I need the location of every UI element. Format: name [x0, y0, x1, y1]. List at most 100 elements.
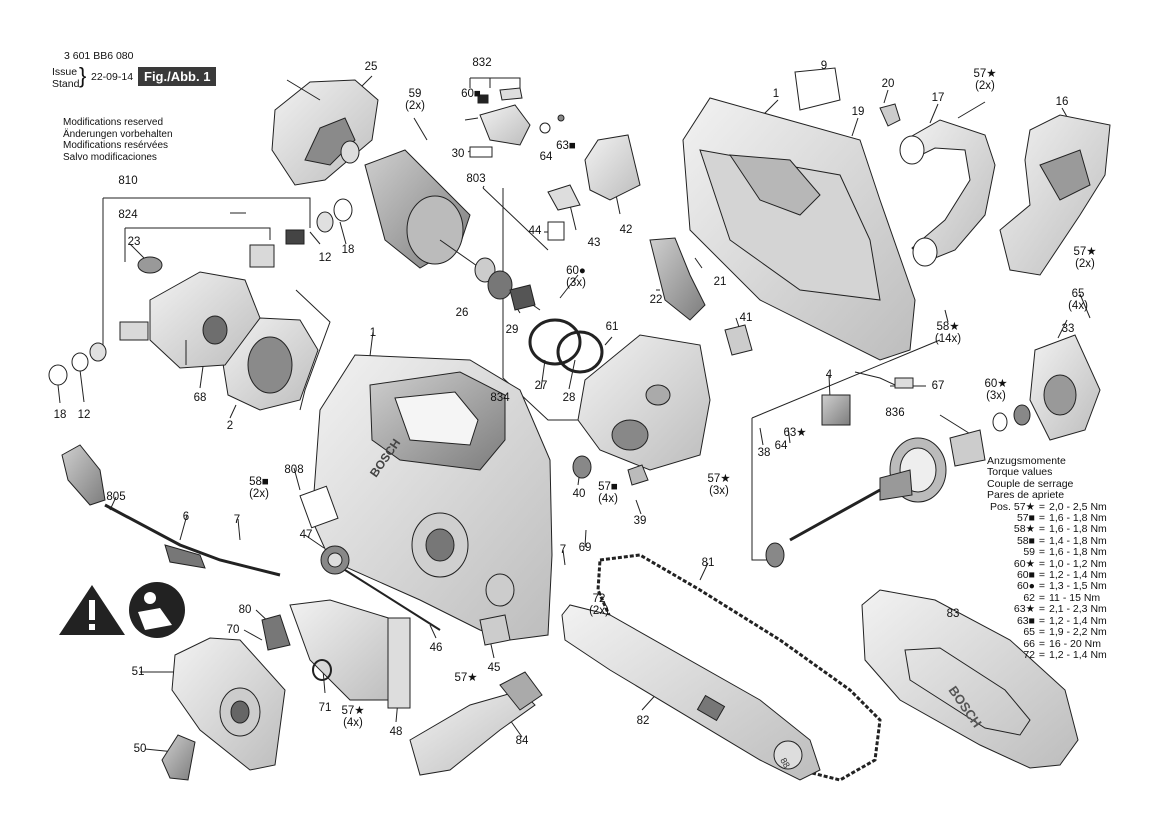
part-number-text: 30	[451, 148, 465, 160]
part-number-text: 64	[539, 151, 553, 163]
part-label: 12	[319, 252, 332, 264]
torque-row: 59=1,6 - 1,8 Nm	[987, 546, 1107, 559]
torque-equals: =	[1038, 591, 1046, 604]
bracket-part	[999, 114, 1111, 276]
part-number-text: 6	[182, 511, 190, 523]
part-number-text: 82	[636, 715, 650, 727]
torque-equals: =	[1038, 569, 1046, 582]
part-number-text: 63★	[783, 427, 807, 439]
part-number-text: 83	[946, 608, 960, 620]
group-810-frame	[103, 197, 311, 228]
part-label: 18	[54, 409, 67, 421]
part-number-text: 57★	[1073, 246, 1097, 258]
part-number-text: 57★	[707, 473, 731, 485]
part-label: 68	[194, 392, 207, 404]
part-quantity-text: (2x)	[589, 605, 609, 617]
part-number-text: 39	[633, 515, 647, 527]
part-number-text: 50	[133, 743, 147, 755]
housing-right-part	[649, 67, 916, 361]
part-label: 832	[472, 57, 491, 69]
part-label: 25	[365, 61, 378, 73]
torque-row: 60■=1,2 - 1,4 Nm	[987, 569, 1107, 582]
issue-date: 22-09-14	[91, 71, 134, 83]
part-number-text: 26	[455, 307, 469, 319]
part-number-text: 7	[559, 544, 567, 556]
part-label: 42	[620, 224, 633, 236]
torque-equals: =	[1038, 603, 1046, 616]
part-label: 51	[132, 666, 145, 678]
part-number-text: 59	[408, 88, 422, 100]
part-number-text: 67	[931, 380, 945, 392]
part-label: 19	[852, 106, 865, 118]
torque-row: 63■=1,2 - 1,4 Nm	[987, 614, 1107, 627]
torque-pos: 63■	[1016, 614, 1035, 627]
torque-pos: 62	[1023, 591, 1035, 604]
torque-equals: =	[1038, 648, 1046, 661]
part-label: 12	[78, 409, 91, 421]
torque-title: Torque values	[987, 466, 1053, 479]
chain-cover-part	[861, 589, 1079, 769]
part-number-text: 80	[238, 604, 252, 616]
part-label: 7	[560, 544, 566, 556]
part-label: 16	[1056, 96, 1069, 108]
torque-row: Pos. 57★=2,0 - 2,5 Nm	[987, 500, 1107, 513]
part-quantity-text: (2x)	[975, 80, 995, 92]
part-number-text: 58■	[249, 476, 269, 488]
torque-value: 1,6 - 1,8 Nm	[1049, 546, 1107, 559]
torque-pos-label: Pos. 57★	[989, 500, 1035, 513]
guide-bar-part	[561, 604, 821, 781]
torque-pos: 59	[1023, 546, 1035, 559]
torque-row: 63★=2,1 - 2,3 Nm	[987, 603, 1107, 616]
part-label: 83	[947, 608, 960, 620]
part-number-text: 19	[851, 106, 865, 118]
torque-row: 72=1,2 - 1,4 Nm	[987, 648, 1107, 661]
torque-equals: =	[1038, 546, 1046, 559]
torque-value: 1,2 - 1,4 Nm	[1049, 648, 1107, 661]
torque-row: 57■=1,6 - 1,8 Nm	[987, 512, 1107, 524]
warning-triangle-icon	[59, 585, 125, 635]
torque-table: Anzugsmomente Torque values Couple de se…	[987, 455, 1107, 662]
part-number-text: 16	[1055, 96, 1069, 108]
part-quantity-text: (3x)	[986, 390, 1006, 402]
part-label: 64	[775, 440, 788, 452]
part-quantity-text: (3x)	[709, 485, 729, 497]
torque-equals: =	[1038, 500, 1046, 513]
part-label: 71	[319, 702, 332, 714]
part-quantity-text: (4x)	[1068, 300, 1088, 312]
group-824-frame	[125, 227, 271, 240]
part-number-text: 71	[318, 702, 332, 714]
part-label: 50	[134, 743, 147, 755]
part-number-text: 18	[341, 244, 355, 256]
part-number-text: 22	[649, 294, 663, 306]
torque-row: 60●=1,3 - 1,5 Nm	[987, 581, 1107, 593]
part-number-text: 57★	[973, 68, 997, 80]
part-number-text: 824	[118, 209, 138, 221]
part-number-text: 808	[284, 464, 304, 476]
part-number-text: 1	[369, 327, 377, 339]
part-label: 808	[284, 464, 303, 476]
part-label: 57■(4x)	[598, 481, 618, 505]
part-label: 63■	[556, 140, 576, 152]
part-quantity-text: (4x)	[343, 717, 363, 729]
part-number-text: 4	[825, 369, 833, 381]
part-number-text: 18	[53, 409, 67, 421]
power-cable-part	[61, 444, 281, 577]
part-number-text: 42	[619, 224, 633, 236]
part-label: 60★(3x)	[984, 378, 1007, 402]
part-number-text: 7	[233, 514, 241, 526]
part-label: 60■	[461, 88, 481, 100]
part-number-text: 46	[429, 642, 443, 654]
torque-row: 65=1,9 - 2,2 Nm	[987, 626, 1106, 638]
part-label: 58★(14x)	[935, 321, 961, 345]
part-label: 17	[932, 92, 945, 104]
torque-pos: 58★	[1013, 523, 1035, 536]
part-label: 29	[506, 324, 519, 336]
part-label: 41	[740, 312, 753, 324]
part-number-text: 64	[774, 440, 788, 452]
part-label: 70	[227, 624, 240, 636]
part-label: 18	[342, 244, 355, 256]
part-number-text: 61	[605, 321, 619, 333]
part-number-text: 72	[592, 593, 606, 605]
